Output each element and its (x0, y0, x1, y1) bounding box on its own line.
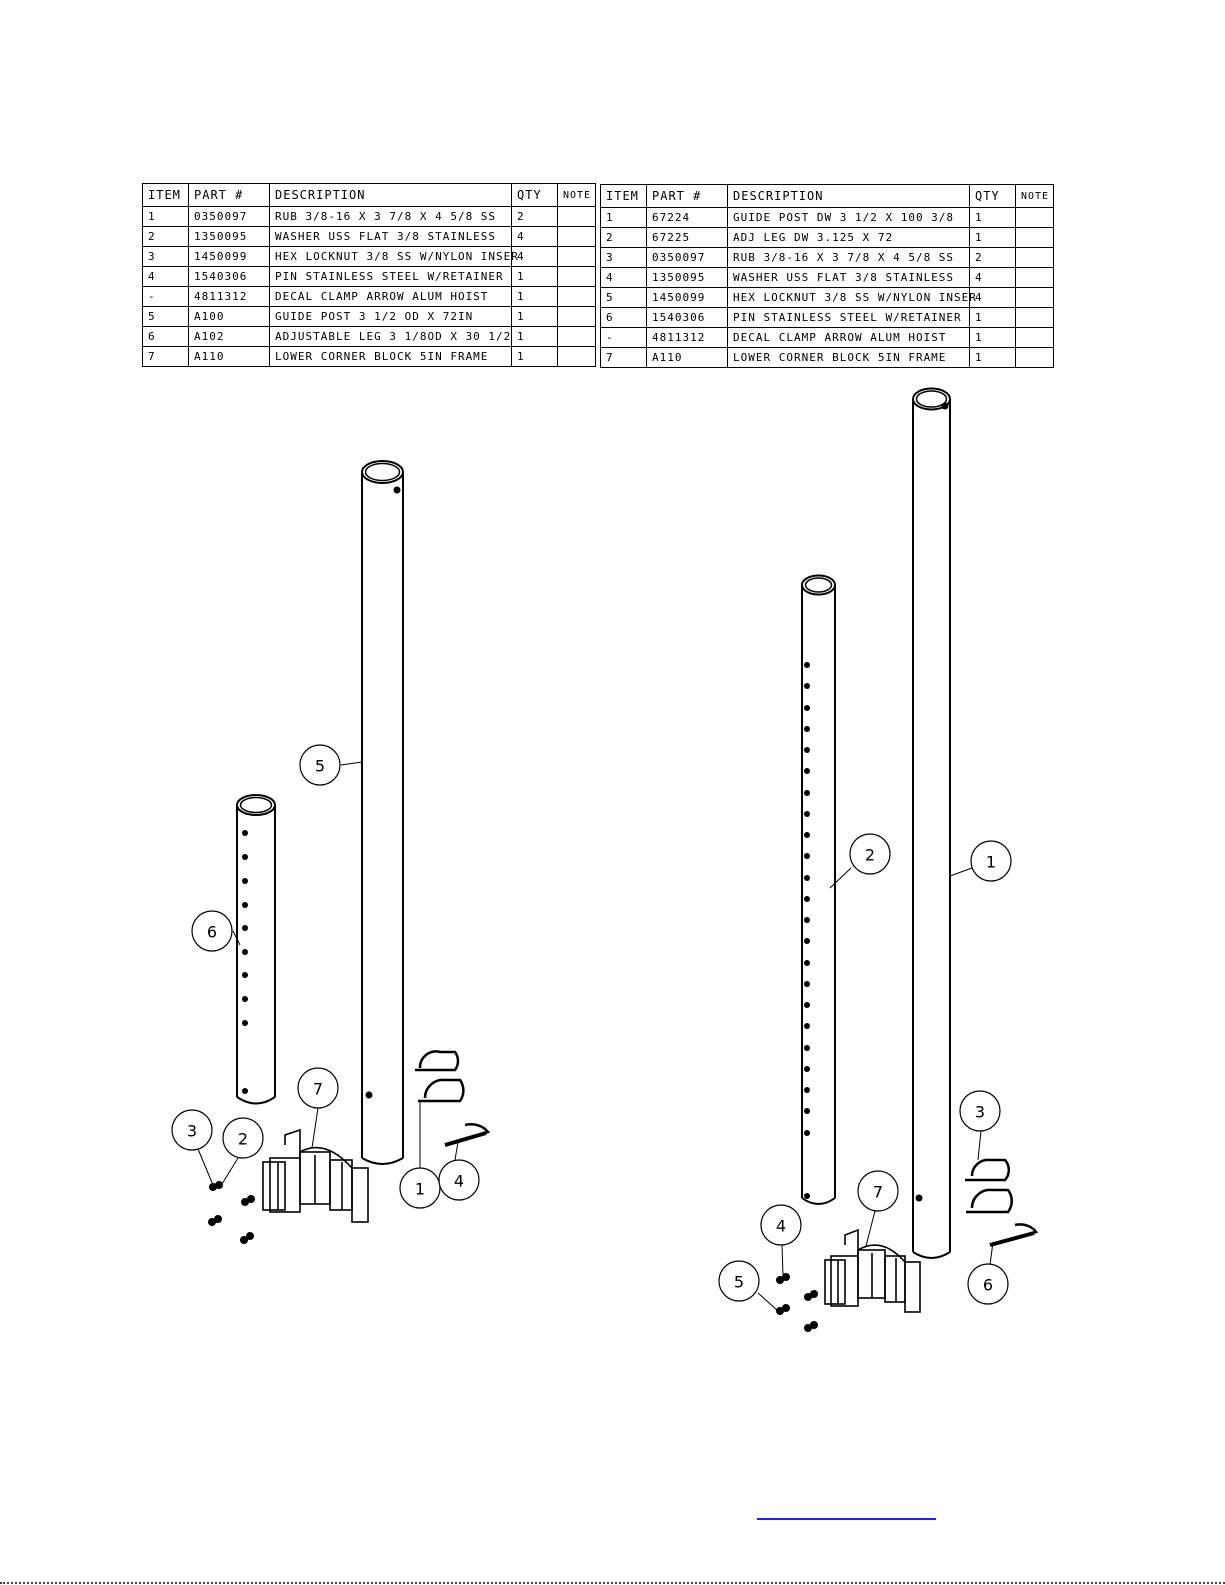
cell-part: 4811312 (646, 327, 728, 348)
pin-left (444, 1123, 491, 1147)
cell-part: 1450099 (188, 246, 270, 267)
cell-part: 1350095 (188, 226, 270, 247)
cell-part: 1350095 (646, 267, 728, 288)
cell-part: 1450099 (646, 287, 728, 308)
u-bolts-right (965, 1158, 1013, 1214)
pin-right (989, 1223, 1038, 1247)
cell-description: LOWER CORNER BLOCK 5IN FRAME (269, 346, 512, 367)
callout-left-4 (438, 1159, 480, 1201)
corner-block-right (824, 1228, 921, 1313)
guide-post-right (912, 387, 951, 1259)
callout-left-7 (297, 1067, 339, 1109)
adjustable-leg-right (801, 574, 836, 1205)
callout-text: 5 (315, 757, 325, 776)
callout-right-4 (760, 1204, 802, 1246)
bom-header-row: ITEM PART # DESCRIPTION QTY NOTE (142, 183, 596, 207)
header-item: ITEM (142, 183, 189, 207)
callout-text: 2 (865, 846, 875, 865)
callout-text: 7 (873, 1183, 883, 1202)
cell-part: A110 (646, 347, 728, 368)
header-part: PART # (188, 183, 270, 207)
cell-part: A100 (188, 306, 270, 327)
callout-left-3 (171, 1109, 213, 1151)
hardware-left (208, 1181, 255, 1244)
callout-right-2 (849, 833, 891, 875)
cell-part: A110 (188, 346, 270, 367)
hardware-right (776, 1273, 818, 1332)
callout-text: 1 (415, 1180, 425, 1199)
callout-text: 7 (313, 1080, 323, 1099)
callout-text: 3 (975, 1103, 985, 1122)
cell-description: GUIDE POST DW 3 1/2 X 100 3/8 (727, 207, 970, 228)
cell-part: 1540306 (646, 307, 728, 328)
cell-description: WASHER USS FLAT 3/8 STAINLESS (727, 267, 970, 288)
callout-right-7 (857, 1170, 899, 1212)
cell-qty: 1 (511, 346, 558, 367)
callout-text: 1 (986, 853, 996, 872)
cell-note (557, 346, 596, 367)
cell-description: WASHER USS FLAT 3/8 STAINLESS (269, 226, 512, 247)
callout-right-3 (959, 1090, 1001, 1132)
cell-description: RUB 3/8-16 X 3 7/8 X 4 5/8 SS (269, 206, 512, 227)
callout-right-6 (967, 1263, 1009, 1305)
cell-description: HEX LOCKNUT 3/8 SS W/NYLON INSER (727, 287, 976, 308)
guide-post-left (361, 460, 404, 1165)
callout-text: 3 (187, 1122, 197, 1141)
header-description: DESCRIPTION (727, 184, 970, 208)
cell-description: ADJ LEG DW 3.125 X 72 (727, 227, 970, 248)
callout-text: 4 (454, 1172, 464, 1191)
cell-note (1015, 347, 1054, 368)
callout-text: 4 (776, 1217, 786, 1236)
callout-left-1 (399, 1167, 441, 1209)
page-edge-divider (0, 1582, 1225, 1584)
cell-qty: 1 (969, 347, 1016, 368)
corner-block-left (262, 1128, 369, 1223)
header-item: ITEM (600, 184, 647, 208)
callout-text: 6 (983, 1276, 993, 1295)
header-qty: QTY (511, 183, 558, 207)
callout-left-2 (222, 1117, 264, 1159)
callout-text: 5 (734, 1273, 744, 1292)
callout-text: 2 (238, 1130, 248, 1149)
callout-left-5 (299, 744, 341, 786)
footer-link[interactable] (757, 1504, 936, 1520)
cell-description: HEX LOCKNUT 3/8 SS W/NYLON INSER (269, 246, 518, 267)
adjustable-leg-left (236, 794, 276, 1105)
cell-description: LOWER CORNER BLOCK 5IN FRAME (727, 347, 970, 368)
callout-text: 6 (207, 923, 217, 942)
callout-right-1 (970, 840, 1012, 882)
u-bolts-left (415, 1050, 465, 1103)
cell-description: DECAL CLAMP ARROW ALUM HOIST (727, 327, 970, 348)
callout-right-5 (718, 1260, 760, 1302)
cell-description: PIN STAINLESS STEEL W/RETAINER (269, 266, 512, 287)
callout-left-6 (191, 910, 233, 952)
